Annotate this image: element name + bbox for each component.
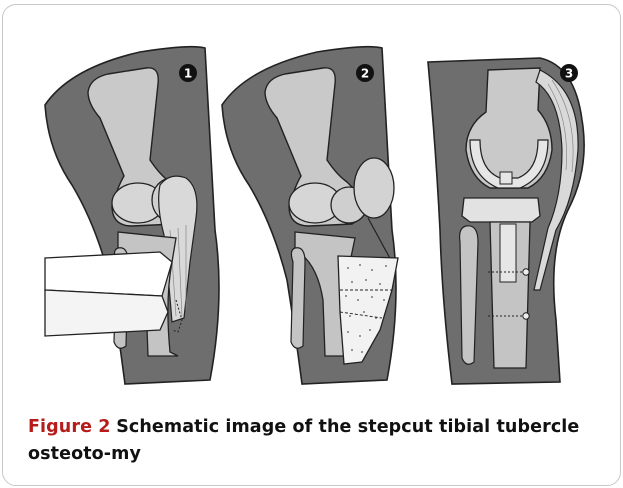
panel-2-patella <box>354 158 394 218</box>
figure-caption-text: Schematic image of the stepcut tibial tu… <box>28 417 579 464</box>
panel-2-number: 2 <box>361 67 369 81</box>
panel-1-number: 1 <box>184 67 192 81</box>
panel-3-number: 3 <box>565 67 573 81</box>
panel-2-fibula <box>291 248 305 348</box>
panel-3-tibial-tray <box>462 198 540 222</box>
panel-1-osteotome <box>45 252 172 336</box>
figure-label: Figure 2 <box>28 417 111 437</box>
panel-3: 3 <box>428 58 584 384</box>
panel-2: 2 <box>222 47 398 384</box>
panel-1: 1 <box>45 47 219 384</box>
figure-caption: Figure 2 Schematic image of the stepcut … <box>28 414 603 468</box>
